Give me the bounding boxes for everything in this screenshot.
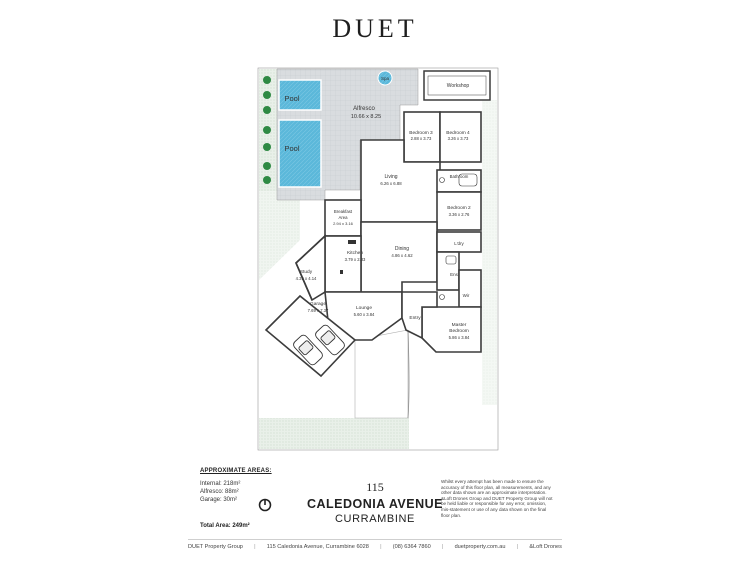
street-name: CALEDONIA AVENUE <box>306 497 443 511</box>
lounge-dimension: 5.60 x 3.84 <box>354 312 375 317</box>
areas-title: APPROXIMATE AREAS: <box>200 468 272 474</box>
alfresco-label: Alfresco <box>353 106 375 112</box>
breakfast-area-label: Area <box>338 215 348 220</box>
compass-icon <box>258 498 272 512</box>
kitchen-dimension: 3.79 x 2.33 <box>345 257 366 262</box>
footer: DUET Property Group | 115 Caledonia Aven… <box>188 539 562 554</box>
bedroom-3-dimension: 2.88 x 3.73 <box>411 136 432 141</box>
tree-icon <box>263 76 271 184</box>
area-internal: Internal: 218m² <box>200 481 241 487</box>
bedroom-2-label: Bedroom 2 <box>447 205 471 211</box>
bedroom-4-dimension: 3.26 x 3.73 <box>448 136 469 141</box>
bedroom-4 <box>439 111 482 163</box>
street-number: 115 <box>366 480 384 494</box>
breakfast-label: Breakfast <box>334 209 353 214</box>
footer-address: 115 Caledonia Avenue, Currambine 6028 <box>266 544 369 550</box>
footer-phone[interactable]: (08) 6364 7860 <box>392 544 431 550</box>
lounge-label: Lounge <box>356 305 372 311</box>
disclaimer: Whilst every attempt has been made to en… <box>441 479 553 518</box>
breakfast-dimension: 2.94 x 3.16 <box>333 221 354 226</box>
bedroom-4-label: Bedroom 4 <box>446 130 470 136</box>
wir <box>458 269 482 308</box>
area-total: Total Area: 249m² <box>200 523 250 529</box>
study-dimension: 4.39 x 4.14 <box>296 276 317 281</box>
angled-wall <box>295 235 326 301</box>
ensuite-label: Ens <box>450 272 459 277</box>
bedroom-2 <box>436 191 482 231</box>
lawn-right <box>482 100 497 405</box>
car-icon <box>293 324 345 366</box>
master-dimension: 5.86 x 3.84 <box>449 335 470 340</box>
laundry-label: L'dry <box>454 241 464 246</box>
kitchen <box>324 235 362 293</box>
toilet-icon <box>439 177 445 300</box>
pool-1 <box>278 79 322 111</box>
driveway-curve <box>407 329 410 419</box>
workshop-label: Workshop <box>447 83 470 89</box>
spa <box>377 70 393 86</box>
driveway <box>354 329 409 419</box>
area-alfresco: Alfresco: 88m² <box>200 489 239 495</box>
dining-label: Dining <box>395 246 409 252</box>
alfresco-dimension: 10.66 x 8.25 <box>351 114 381 120</box>
living-label: Living <box>384 174 397 180</box>
floor-plan: Pool Pool Spa Alfresco 10.66 x 8.25 Work… <box>257 67 499 451</box>
footer-company: DUET Property Group <box>188 544 243 550</box>
kitchen-label: Kitchen <box>347 250 363 256</box>
garage-label: Garage <box>310 301 326 307</box>
lawn-bottom <box>259 418 409 449</box>
garage <box>264 294 357 378</box>
entry-label: Entry <box>409 315 421 321</box>
suburb: CURRAMBINE <box>335 513 415 525</box>
footer-website[interactable]: duetproperty.com.au <box>454 544 506 550</box>
wir-label: Wir <box>463 293 470 298</box>
bedroom-3-label: Bedroom 3 <box>409 130 433 136</box>
bedroom-2-dimension: 3.36 x 2.76 <box>449 212 470 217</box>
master-label: Master <box>452 322 467 328</box>
dining-dimension: 4.86 x 4.62 <box>391 253 413 258</box>
pool-1-label: Pool <box>284 94 299 103</box>
pool-2-label: Pool <box>284 144 299 153</box>
footer-credit: &Loft Drones <box>529 544 562 550</box>
master-bedroom-label: Bedroom <box>449 328 468 334</box>
brand-logo: DUET <box>332 14 418 43</box>
study-label: Study <box>300 269 313 275</box>
area-garage: Garage: 30m² <box>200 497 238 503</box>
garage-dimension: 7.69 x 7.37 <box>308 308 329 313</box>
living-dimension: 6.26 x 6.88 <box>380 181 402 186</box>
entry <box>401 291 438 340</box>
bathroom-label: Bathroom <box>450 174 469 179</box>
bath-icon <box>445 173 478 265</box>
pool-2 <box>278 119 322 188</box>
sink-icon <box>340 240 356 274</box>
spa-label: Spa <box>381 76 390 81</box>
lawn-left-lower <box>259 191 300 280</box>
